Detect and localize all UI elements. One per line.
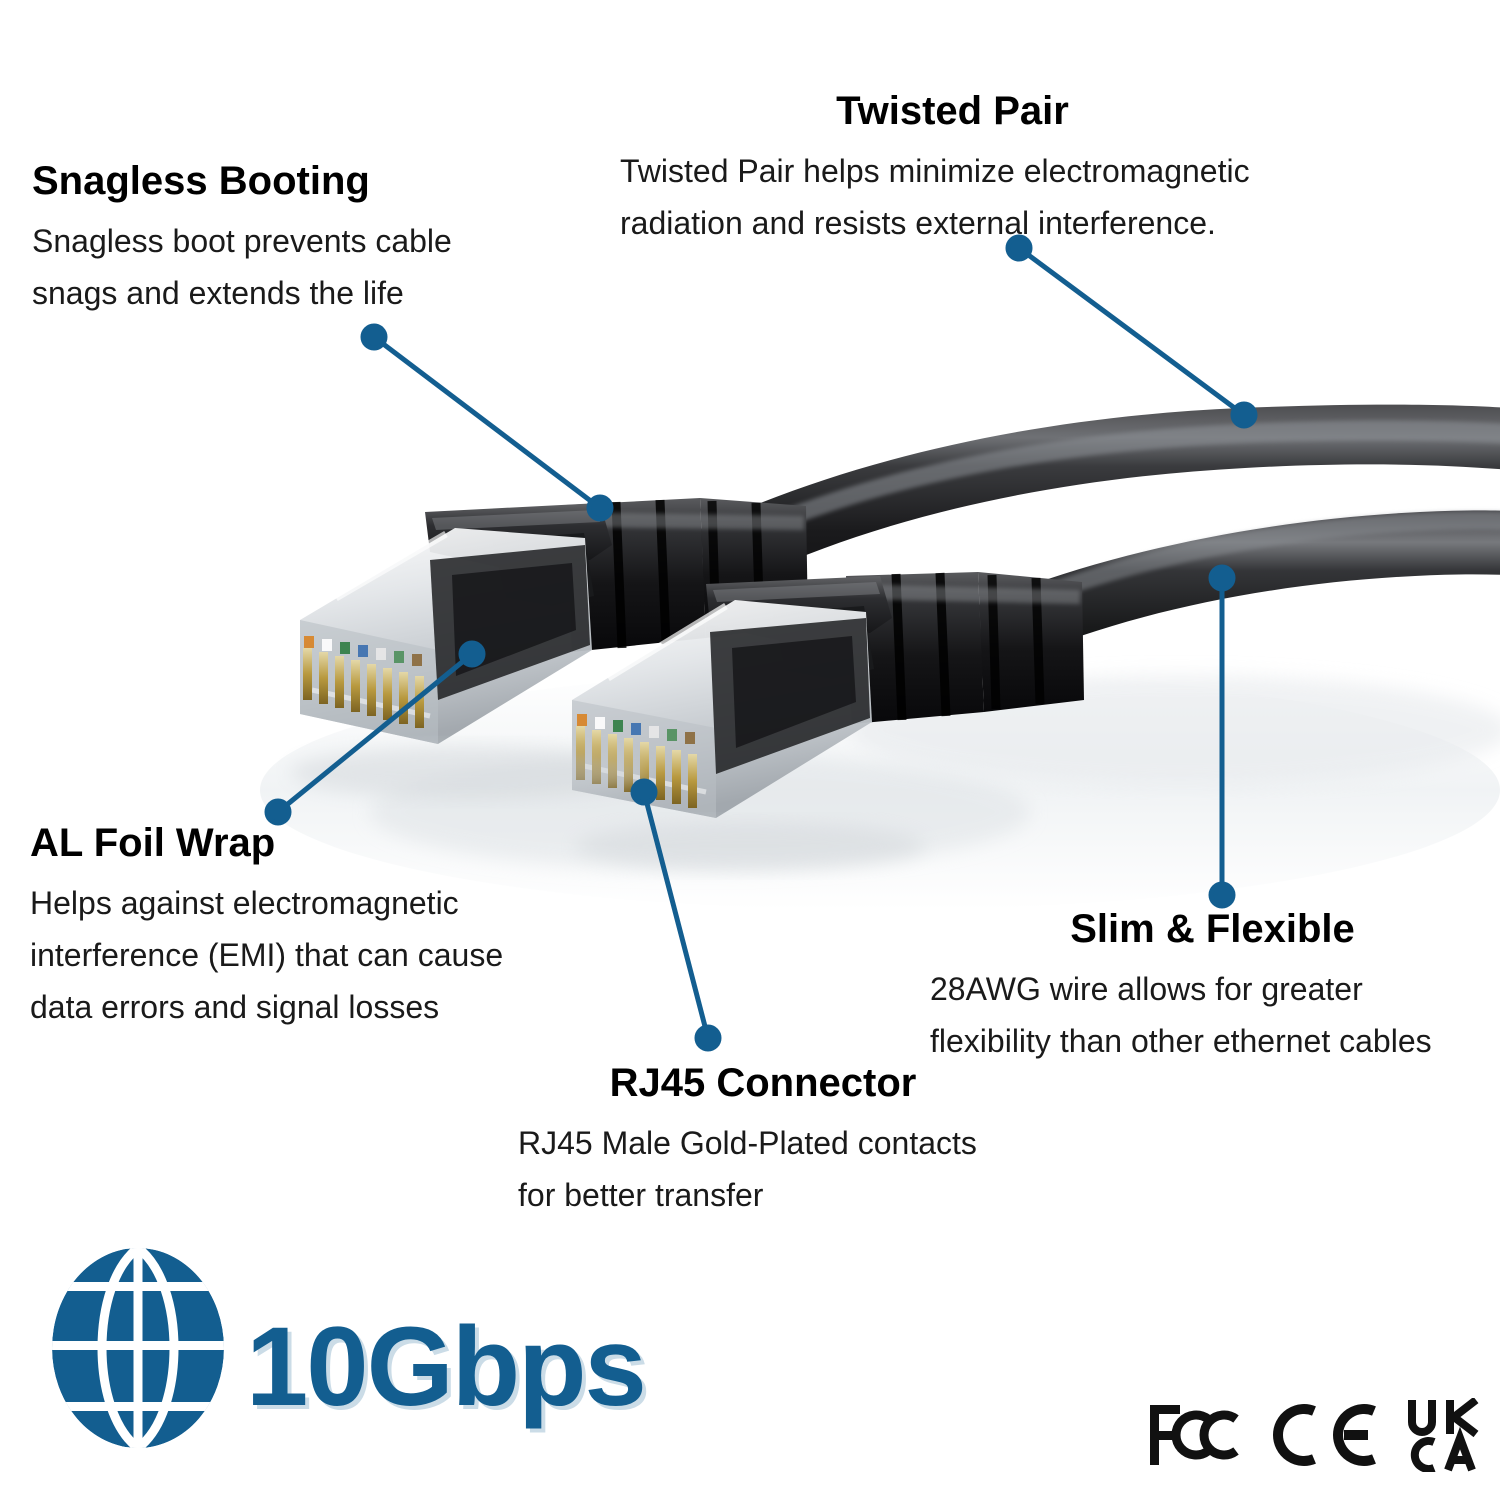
callout-body-line: snags and extends the life [32,274,404,311]
cable-lower [920,510,1500,688]
callout-body-line: flexibility than other ethernet cables [930,1022,1432,1059]
callout-rj45-connector: RJ45 Connector RJ45 Male Gold-Plated con… [518,1062,1008,1222]
callout-body-line: Helps against electromagnetic [30,885,459,921]
callout-title: Snagless Booting [32,159,370,203]
callout-body-line: Snagless boot prevents cable [32,223,452,259]
callout-slim-flexible: Slim & Flexible 28AWG wire allows for gr… [930,908,1495,1068]
callout-body-line: interference (EMI) that can cause [30,936,504,973]
callout-snagless-booting: Snagless Booting Snagless boot prevents … [32,160,452,320]
callout-title: AL Foil Wrap [30,821,276,865]
callout-title: Twisted Pair [836,89,1069,133]
wire-pairs-front [577,714,695,744]
callout-body: Twisted Pair helps minimize electromagne… [620,146,1285,250]
callout-body-line: for better transfer [518,1176,764,1213]
speed-label: 10Gbps [246,1303,647,1429]
callout-twisted-pair: Twisted Pair Twisted Pair helps minimize… [620,90,1285,250]
callout-body: RJ45 Male Gold-Plated contacts for bette… [518,1118,1008,1222]
callout-body: Helps against electromagnetic interferen… [30,878,503,1033]
ce-icon [1273,1404,1376,1466]
callout-body-line: Twisted Pair helps minimize electromagne… [620,153,1250,189]
callout-title: RJ45 Connector [609,1061,917,1105]
callout-body: Snagless boot prevents cable snags and e… [32,216,452,320]
cable-upper [640,404,1500,610]
callout-body-line: radiation and resists external interfere… [620,204,1216,241]
ukca-icon [1408,1398,1479,1472]
globe-icon [52,1248,224,1448]
callout-body: 28AWG wire allows for greater flexibilit… [930,964,1495,1068]
rj45-connector-front [572,572,1084,818]
certification-marks [1148,1398,1484,1472]
callout-body-line: data errors and signal losses [30,988,440,1025]
callout-body-line: 28AWG wire allows for greater [930,971,1363,1007]
callout-body-line: RJ45 Male Gold-Plated contacts [518,1125,977,1161]
callout-al-foil-wrap: AL Foil Wrap Helps against electromagnet… [30,822,503,1033]
fcc-icon [1150,1405,1239,1465]
speed-badge: 10Gbps [38,1242,647,1454]
callout-title: Slim & Flexible [1070,907,1355,951]
